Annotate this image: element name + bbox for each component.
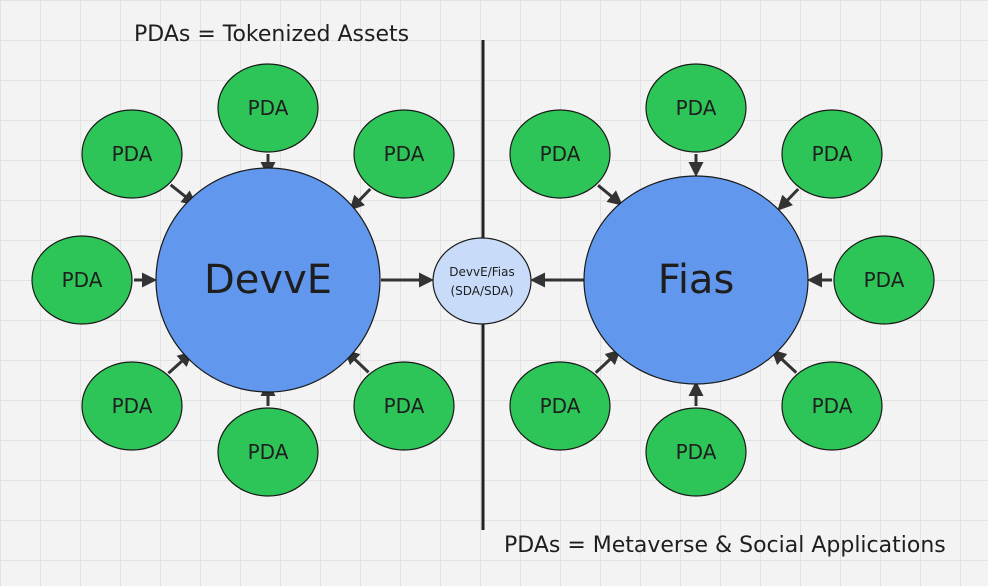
hub-devve-label: DevvE [204,257,332,303]
pda-node-fias-5[interactable]: PDA [509,361,611,451]
pda-node-fias-6[interactable]: PDA [781,361,883,451]
pda-node-fias-3[interactable]: PDA [781,109,883,199]
pda-node-fias-6-arrow [771,349,798,374]
pda-node-devve-1[interactable]: PDA [217,63,319,153]
pda-node-fias-2[interactable]: PDA [509,109,611,199]
pda-node-devve-4-label: PDA [62,268,103,292]
pda-node-devve-5[interactable]: PDA [81,361,183,451]
pda-node-fias-5-label: PDA [540,394,581,418]
hub-devve[interactable]: DevvE [155,167,381,393]
pda-node-fias-4-label: PDA [864,268,905,292]
pda-node-devve-3-label: PDA [384,142,425,166]
pda-node-fias-7-label: PDA [676,440,717,464]
bridge-node[interactable]: DevvE/Fias (SDA/SDA) [432,237,532,325]
pda-node-group: PDA PDA PDA PDA PDA PDA PDA PDA PDA PDA PDA PDA PDA P… [31,63,935,497]
pda-node-devve-4[interactable]: PDA [31,235,133,325]
pda-node-devve-2-label: PDA [112,142,153,166]
bridge-label-line2: (SDA/SDA) [450,284,513,298]
pda-node-devve-7[interactable]: PDA [217,407,319,497]
pda-node-fias-4[interactable]: PDA [833,235,935,325]
pda-node-fias-7[interactable]: PDA [645,407,747,497]
pda-node-devve-6[interactable]: PDA [353,361,455,451]
pda-node-devve-3[interactable]: PDA [353,109,455,199]
pda-node-fias-1-label: PDA [676,96,717,120]
pda-node-devve-5-label: PDA [112,394,153,418]
hub-fias-label: Fias [658,257,735,303]
caption-top: PDAs = Tokenized Assets [134,22,410,47]
pda-node-fias-5-arrow [594,349,621,374]
pda-node-fias-2-label: PDA [540,142,581,166]
pda-node-fias-2-arrow [597,184,623,206]
pda-node-fias-3-label: PDA [812,142,853,166]
pda-node-devve-2[interactable]: PDA [81,109,183,199]
pda-node-fias-6-label: PDA [812,394,853,418]
bridge-label-line1: DevvE/Fias [449,265,514,279]
pda-node-devve-1-label: PDA [248,96,289,120]
connector-group [134,154,832,406]
pda-node-devve-7-label: PDA [248,440,289,464]
pda-node-devve-3-arrow [349,187,372,211]
hub-fias[interactable]: Fias [583,175,809,385]
pda-node-fias-1[interactable]: PDA [645,63,747,153]
pda-node-devve-6-label: PDA [384,394,425,418]
pda-node-fias-3-arrow [777,187,800,211]
caption-bottom: PDAs = Metaverse & Social Applications [504,533,946,558]
